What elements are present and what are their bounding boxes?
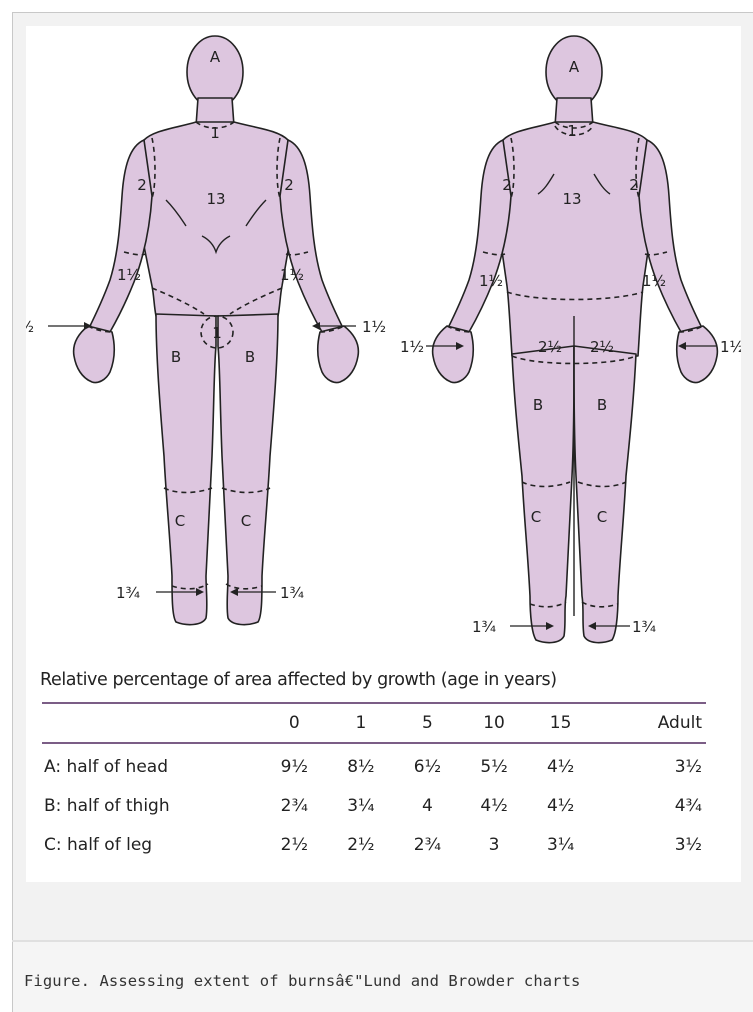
figure-caption: Figure. Assessing extent of burnsâ€"Lund… — [24, 972, 580, 990]
back-leg-right-label: C — [597, 508, 607, 526]
front-neck-label: 1 — [210, 124, 220, 142]
table-cell: 4½ — [527, 786, 594, 825]
front-forearm-left-label: 1½ — [117, 266, 141, 284]
front-foot-right-label: 1¾ — [280, 584, 305, 602]
table-cell: 9½ — [261, 743, 328, 786]
back-left-leg-shape — [512, 346, 574, 643]
table-header-row: 0 1 5 10 15 Adult — [42, 703, 706, 743]
back-neck-label: 1 — [567, 122, 577, 140]
table-row: B: half of thigh 2¾ 3¼ 4 4½ 4½ 4¾ — [42, 786, 706, 825]
front-upper-arm-left-label: 2 — [137, 176, 147, 194]
front-trunk-label: 13 — [206, 190, 225, 208]
table-cell: A: half of head — [42, 743, 261, 786]
front-hand-left-label: 1½ — [26, 318, 34, 336]
table-cell: 2¾ — [394, 825, 461, 864]
back-head-label: A — [569, 58, 580, 76]
table-cell: 4 — [394, 786, 461, 825]
table-title: Relative percentage of area affected by … — [40, 670, 557, 690]
front-head-label: A — [210, 48, 221, 66]
table-header-cell — [42, 703, 261, 743]
table-cell: C: half of leg — [42, 825, 261, 864]
front-upper-arm-right-label: 2 — [284, 176, 294, 194]
back-buttock-left-label: 2½ — [538, 338, 562, 356]
table-cell: 8½ — [328, 743, 395, 786]
table-cell: 5½ — [461, 743, 528, 786]
table-header-cell: 5 — [394, 703, 461, 743]
table-cell: 2¾ — [261, 786, 328, 825]
front-torso-shape — [137, 122, 295, 316]
back-left-arm-shape — [447, 140, 511, 332]
table-cell: 3½ — [594, 743, 706, 786]
front-right-arm-shape — [280, 140, 344, 332]
table-cell: 3½ — [594, 825, 706, 864]
table-cell: 3¼ — [527, 825, 594, 864]
growth-table: 0 1 5 10 15 Adult A: half of head 9½ 8½ … — [42, 702, 706, 864]
front-leg-right-label: C — [241, 512, 251, 530]
front-hand-right-label: 1½ — [362, 318, 386, 336]
back-upper-arm-left-label: 2 — [502, 176, 512, 194]
back-torso-shape — [496, 122, 654, 356]
front-left-leg-shape — [156, 314, 216, 625]
table-cell: 3 — [461, 825, 528, 864]
back-foot-left-label: 1¾ — [472, 618, 497, 636]
back-left-hand-shape — [433, 326, 474, 383]
back-hand-left-label: 1½ — [400, 338, 424, 356]
back-foot-right-label: 1¾ — [632, 618, 657, 636]
table-row: C: half of leg 2½ 2½ 2¾ 3 3¼ 3½ — [42, 825, 706, 864]
table-cell: B: half of thigh — [42, 786, 261, 825]
table-cell: 4¾ — [594, 786, 706, 825]
back-thigh-left-label: B — [533, 396, 543, 414]
back-forearm-right-label: 1½ — [642, 272, 666, 290]
table-cell: 4½ — [461, 786, 528, 825]
back-right-arm-shape — [639, 140, 703, 332]
back-trunk-label: 13 — [562, 190, 581, 208]
table-row: A: half of head 9½ 8½ 6½ 5½ 4½ 3½ — [42, 743, 706, 786]
back-right-leg-shape — [574, 346, 636, 643]
front-left-arm-shape — [88, 140, 152, 332]
back-buttock-right-label: 2½ — [590, 338, 614, 356]
front-forearm-right-label: 1½ — [280, 266, 304, 284]
front-genitals-label: 1 — [212, 324, 222, 342]
table-cell: 2½ — [328, 825, 395, 864]
table-header-cell: 10 — [461, 703, 528, 743]
table-cell: 4½ — [527, 743, 594, 786]
table-cell: 3¼ — [328, 786, 395, 825]
table-header-cell: 0 — [261, 703, 328, 743]
table-cell: 6½ — [394, 743, 461, 786]
table-header-cell: 1 — [328, 703, 395, 743]
table-header-cell: Adult — [594, 703, 706, 743]
front-left-hand-shape — [74, 326, 115, 383]
back-thigh-right-label: B — [597, 396, 607, 414]
back-leg-left-label: C — [531, 508, 541, 526]
front-leg-left-label: C — [175, 512, 185, 530]
front-foot-left-label: 1¾ — [116, 584, 141, 602]
back-right-hand-shape — [677, 326, 718, 383]
back-forearm-left-label: 1½ — [479, 272, 503, 290]
table-header-cell: 15 — [527, 703, 594, 743]
front-right-hand-shape — [318, 326, 359, 383]
table-cell: 2½ — [261, 825, 328, 864]
front-thigh-left-label: B — [171, 348, 181, 366]
back-hand-right-label: 1½ — [720, 338, 741, 356]
front-thigh-right-label: B — [245, 348, 255, 366]
body-charts: A 1 13 2 2 1½ 1½ 1½ 1½ 1 B B C C 1¾ 1¾ — [26, 26, 741, 666]
back-upper-arm-right-label: 2 — [629, 176, 639, 194]
figure-panel: A 1 13 2 2 1½ 1½ 1½ 1½ 1 B B C C 1¾ 1¾ — [26, 26, 741, 882]
